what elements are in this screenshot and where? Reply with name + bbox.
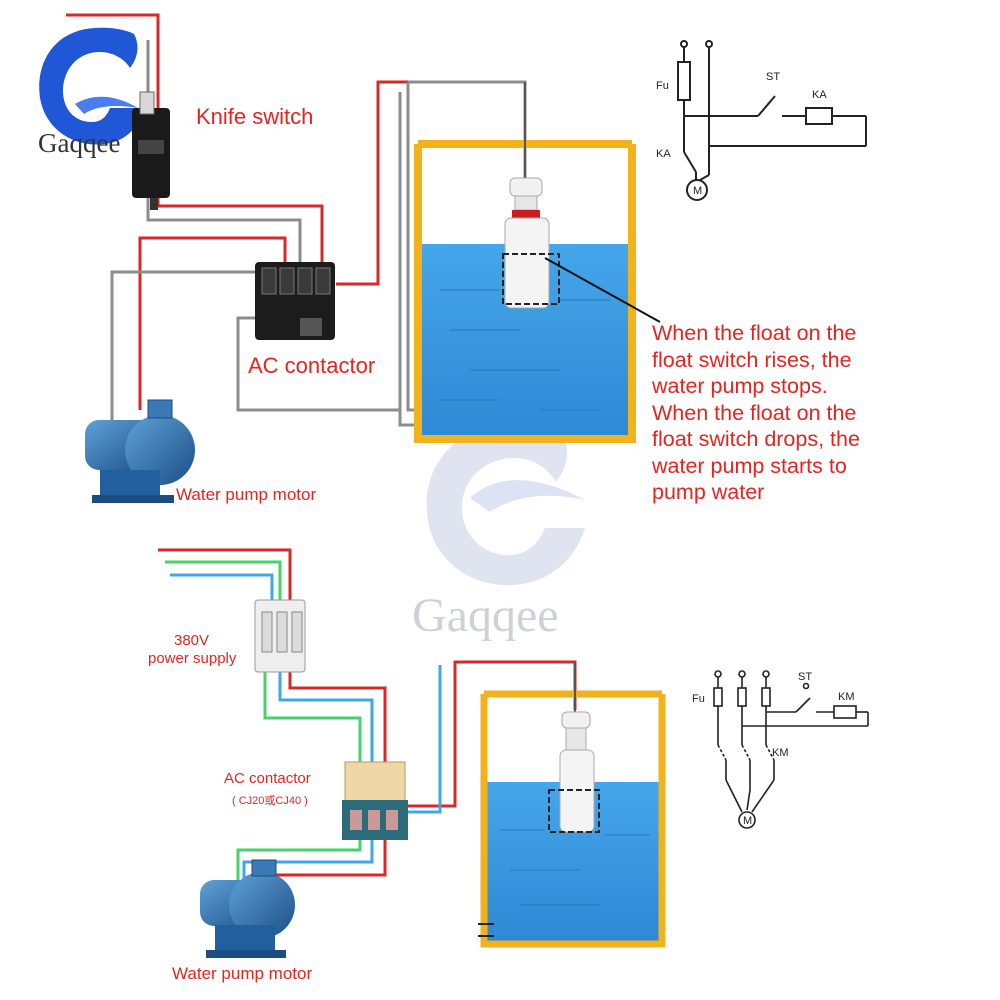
gaqqee-logo <box>39 27 145 145</box>
schematic-bottom <box>713 670 869 829</box>
ac-contactor-model-label: ( CJ20或CJ40 ) <box>232 795 308 807</box>
schematic-bottom-relay-contact-label: KM <box>772 747 789 759</box>
schematic-bottom-relay-label: KM <box>838 691 855 703</box>
schematic-top-relay-label: KA <box>812 89 827 101</box>
ac-contactor-label-top: AC contactor <box>248 353 376 378</box>
description-line: float switch rises, the <box>652 347 852 372</box>
float-switch-description: When the float on the float switch rises… <box>652 320 860 506</box>
watermark-logo <box>426 424 585 586</box>
schematic-top-motor-label: M <box>693 185 702 197</box>
schematic-top-relay-contact-label: KA <box>656 148 671 160</box>
schematic-top-start-label: ST <box>766 71 780 83</box>
ac-contactor-top <box>255 262 335 340</box>
schematic-bottom-fuse-label: Fu <box>692 693 705 705</box>
knife-switch <box>132 91 170 210</box>
power-supply-voltage-label: 380V <box>174 632 210 649</box>
description-line: When the float on the <box>652 400 857 425</box>
water-pump-label-top: Water pump motor <box>176 485 317 504</box>
ac-contactor-bottom <box>342 761 408 840</box>
description-line: pump water <box>652 480 765 504</box>
brand-name: Gaqqee <box>38 128 121 158</box>
description-line: When the float on the <box>652 321 857 345</box>
schematic-bottom-motor-label: M <box>743 815 752 827</box>
power-supply-label: power supply <box>148 650 237 667</box>
description-line: water pump starts to <box>652 453 847 478</box>
water-pump-motor-bottom <box>200 859 295 958</box>
description-line: water pump stops. <box>652 374 828 398</box>
float-switch-top <box>502 82 661 323</box>
water-pump-label-bottom: Water pump motor <box>172 964 313 983</box>
float-switch-bottom <box>548 662 600 833</box>
description-line: float switch drops, the <box>652 427 860 451</box>
ac-contactor-label-bottom: AC contactor <box>224 770 311 787</box>
water-pump-motor-top <box>85 399 195 503</box>
schematic-top <box>677 40 867 201</box>
schematic-bottom-start-label: ST <box>798 671 812 683</box>
knife-switch-label: Knife switch <box>196 104 314 129</box>
watermark-text: Gaqqee <box>412 589 559 642</box>
schematic-top-fuse-label: Fu <box>656 80 669 92</box>
knife-switch-bottom <box>254 599 306 673</box>
